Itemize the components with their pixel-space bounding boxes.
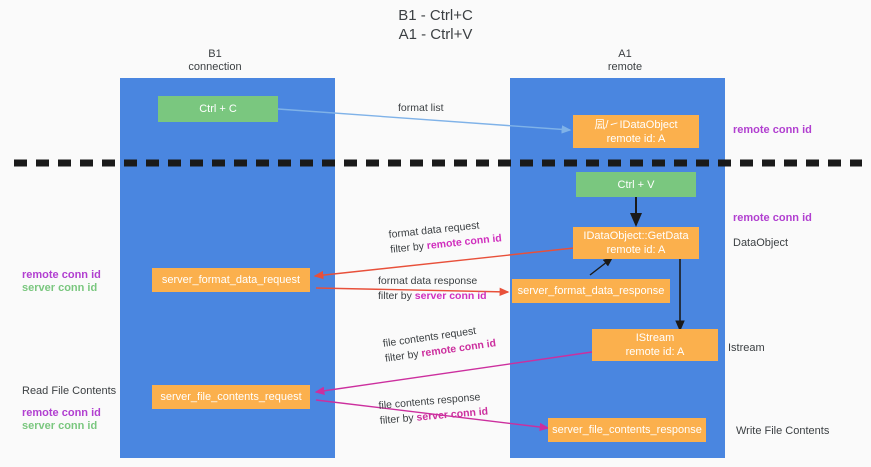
label-left-server-conn-id: server conn id <box>22 282 98 294</box>
label-remote-conn-id-mid: remote conn id <box>733 212 812 224</box>
label-left-server-conn-id-2: server conn id <box>22 420 98 432</box>
edge-text-format-data-request-filter-prefix: filter by <box>389 240 428 256</box>
box-data-object-remote[interactable]: 凨/㇀IDataObject remote id: A <box>573 115 699 148</box>
label-data-object: DataObject <box>733 237 789 249</box>
arrow-response-to-getdata <box>589 257 614 276</box>
box-ctrl-c[interactable]: Ctrl + C <box>158 96 278 122</box>
label-left-remote-conn-id: remote conn id <box>22 269 101 281</box>
label-write-file-contents: Write File Contents <box>736 425 830 437</box>
edge-text-file-contents-response-filter-prefix: filter by <box>379 411 418 427</box>
label-left-remote-conn-id-2: remote conn id <box>22 407 101 419</box>
box-ctrl-v[interactable]: Ctrl + V <box>576 172 696 197</box>
box-idataobject-getdata[interactable]: IDataObject::GetData remote id: A <box>573 227 699 259</box>
label-read-file-contents: Read File Contents <box>22 385 117 397</box>
edge-label-format-data-response: format data response filter by server co… <box>378 274 487 304</box>
box-server-file-contents-request[interactable]: server_file_contents_request <box>152 385 310 409</box>
edge-text-format-data-response: format data response <box>378 275 478 287</box>
column-header-right: A1 remote <box>607 48 643 73</box>
box-istream[interactable]: IStream remote id: A <box>592 329 718 361</box>
arrow-format-data-request <box>313 247 575 280</box>
arrow-format-list <box>277 108 572 134</box>
box-server-format-data-response[interactable]: server_format_data_response <box>512 279 670 303</box>
edge-text-format-data-response-filter-key: server conn id <box>414 290 487 302</box>
edge-text-file-contents-request-filter-prefix: filter by <box>384 347 423 365</box>
edge-text-format-data-response-filter-prefix: filter by <box>378 290 415 302</box>
label-remote-conn-id-top: remote conn id <box>733 124 812 136</box>
box-server-format-data-request[interactable]: server_format_data_request <box>152 268 310 292</box>
page-title: B1 - Ctrl+C A1 - Ctrl+V <box>398 7 473 43</box>
box-server-file-contents-response[interactable]: server_file_contents_response <box>548 418 706 442</box>
arrow-file-contents-request <box>314 351 593 395</box>
column-header-left: B1 connection <box>188 48 242 73</box>
arrow-format-data-response <box>315 287 510 297</box>
label-istream: Istream <box>728 342 765 354</box>
arrow-file-contents-response <box>315 399 550 432</box>
edge-label-format-list: format list <box>398 102 444 114</box>
